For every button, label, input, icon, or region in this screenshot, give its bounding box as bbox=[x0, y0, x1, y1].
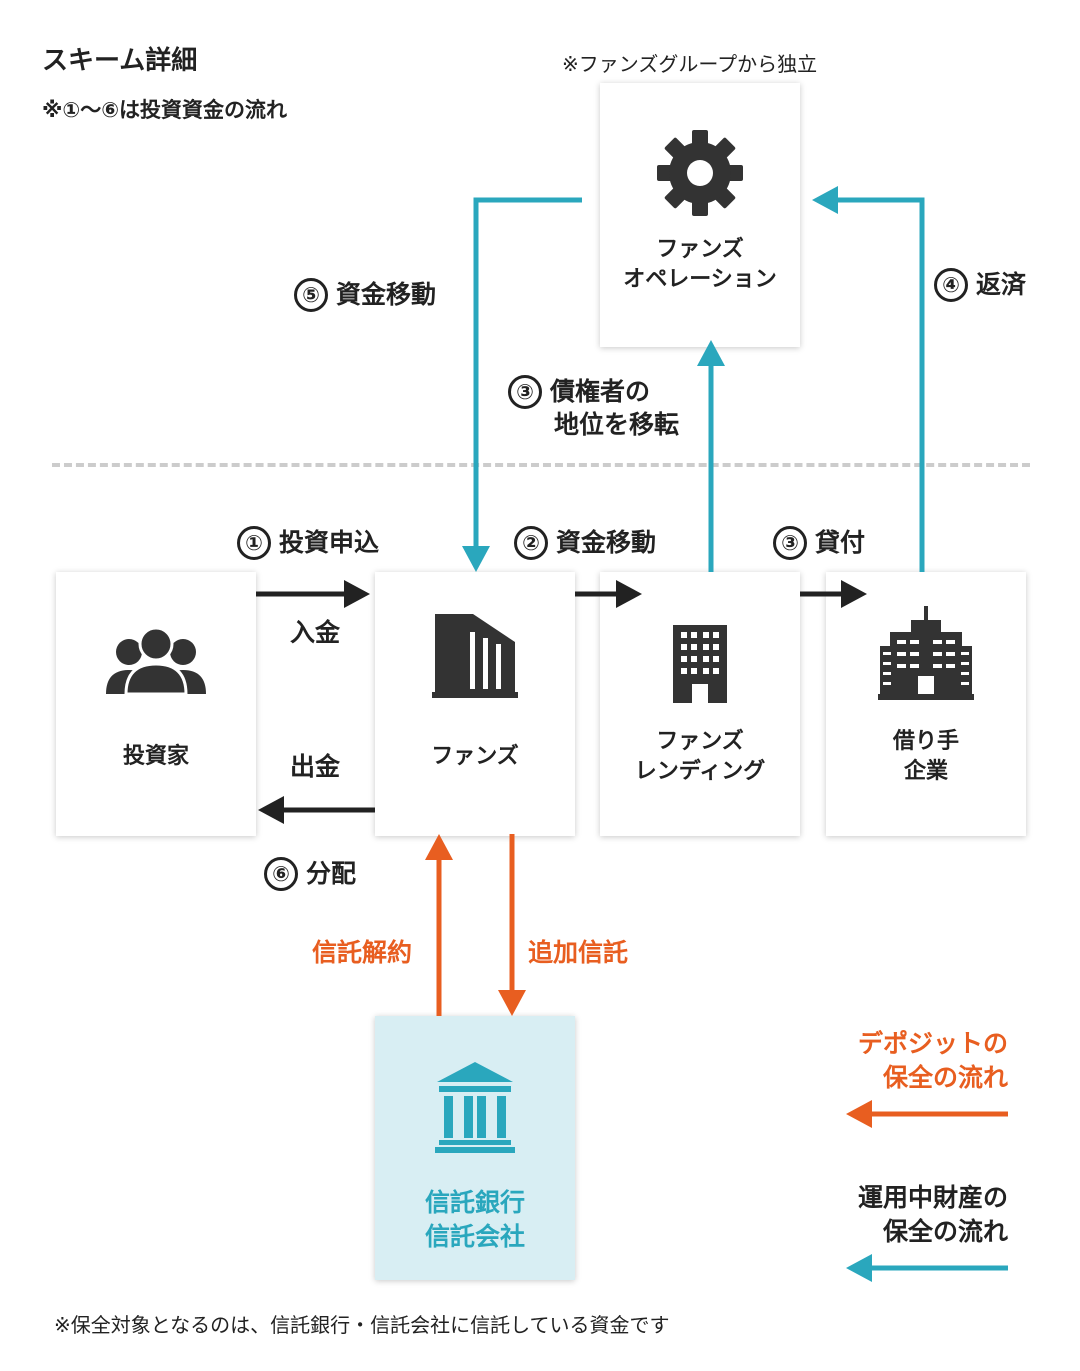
flow-number-3-transfer: ③ bbox=[508, 375, 542, 409]
page-subtitle: ※①〜⑥は投資資金の流れ bbox=[42, 98, 287, 122]
deposit-in-label: 入金 bbox=[290, 618, 341, 647]
legend-deposit: デポジットの 保全の流れ bbox=[858, 1027, 1008, 1095]
legend-asset-line1: 運用中財産の bbox=[857, 1183, 1008, 1212]
flow-label-6: ⑥ 分配 bbox=[264, 857, 356, 891]
borrower-label-line2: 企業 bbox=[903, 759, 948, 784]
flow-label-3-loan: ③ 貸付 bbox=[773, 526, 865, 560]
flow-text-6: 分配 bbox=[306, 859, 357, 888]
flow-label-2: ② 資金移動 bbox=[514, 526, 656, 560]
flow-text-1: 投資申込 bbox=[279, 528, 380, 557]
flow-label-3-transfer: ③ 債権者の 地位を移転 bbox=[508, 375, 679, 441]
flow-label-4: ④ 返済 bbox=[934, 268, 1026, 302]
flow-text-3-transfer-line1: 債権者の bbox=[550, 377, 651, 406]
arrow-lending-to-operation-head bbox=[697, 340, 725, 366]
footnote: ※保全対象となるのは、信託銀行・信託会社に信託している資金です bbox=[54, 1313, 670, 1337]
flow-number-5: ⑤ bbox=[294, 278, 328, 312]
legend-asset-line2: 保全の流れ bbox=[882, 1217, 1008, 1246]
separator-line bbox=[52, 463, 1030, 467]
independence-note: ※ファンズグループから独立 bbox=[562, 52, 818, 76]
operation-label-line2: オペレーション bbox=[623, 267, 777, 292]
lending-box: ファンズ レンディング bbox=[600, 572, 800, 836]
operation-box: ファンズ オペレーション bbox=[600, 83, 800, 347]
people-icon bbox=[106, 626, 206, 696]
gear-icon bbox=[657, 130, 743, 216]
flow-number-2: ② bbox=[514, 526, 548, 560]
trust-label-line1: 信託銀行 bbox=[424, 1188, 525, 1217]
additional-trust-label: 追加信託 bbox=[528, 938, 629, 967]
arrow-trust-to-funds-head bbox=[425, 834, 453, 860]
arrow-operation-to-funds bbox=[473, 197, 582, 548]
flow-number-4: ④ bbox=[934, 268, 968, 302]
flow-number-3-loan: ③ bbox=[773, 526, 807, 560]
legend-deposit-line1: デポジットの bbox=[857, 1029, 1008, 1058]
flow-text-3-loan: 貸付 bbox=[815, 528, 866, 557]
lending-label-line1: ファンズ bbox=[656, 729, 744, 754]
arrow-funds-to-lending-head bbox=[616, 580, 642, 608]
arrow-investor-to-funds-head bbox=[344, 580, 370, 608]
bank-icon bbox=[435, 1062, 515, 1153]
funds-label: ファンズ bbox=[431, 744, 519, 769]
legend-arrow-deposit-head bbox=[846, 1100, 872, 1128]
flow-text-5: 資金移動 bbox=[336, 280, 437, 309]
arrow-operation-to-funds-head bbox=[462, 546, 490, 572]
legend-arrow-asset-head bbox=[846, 1254, 872, 1282]
company-building-icon bbox=[878, 606, 974, 700]
building-icon bbox=[432, 614, 518, 698]
withdraw-out-label: 出金 bbox=[290, 752, 341, 781]
office-building-icon bbox=[673, 625, 727, 703]
operation-label-line1: ファンズ bbox=[656, 237, 744, 262]
flow-number-1: ① bbox=[237, 526, 271, 560]
flow-text-2: 資金移動 bbox=[556, 528, 657, 557]
flow-number-6: ⑥ bbox=[264, 857, 298, 891]
legend-asset: 運用中財産の 保全の流れ bbox=[858, 1181, 1008, 1249]
arrow-funds-to-investor-head bbox=[258, 796, 284, 824]
arrow-borrower-to-operation bbox=[836, 197, 925, 572]
funds-box: ファンズ bbox=[375, 572, 575, 836]
trust-cancel-label: 信託解約 bbox=[312, 938, 413, 967]
trust-label-line2: 信託会社 bbox=[424, 1222, 525, 1251]
arrow-funds-to-trust-head bbox=[498, 990, 526, 1016]
flow-label-1: ① 投資申込 bbox=[237, 526, 379, 560]
borrower-box: 借り手 企業 bbox=[826, 572, 1026, 836]
legend-deposit-line2: 保全の流れ bbox=[882, 1063, 1008, 1092]
investor-box: 投資家 bbox=[56, 572, 256, 836]
trust-box: 信託銀行 信託会社 bbox=[375, 1016, 575, 1280]
flow-text-3-transfer-line2: 地位を移転 bbox=[554, 410, 680, 439]
flow-label-5: ⑤ 資金移動 bbox=[294, 278, 436, 312]
flow-text-4: 返済 bbox=[976, 270, 1027, 299]
lending-label-line2: レンディング bbox=[634, 759, 766, 784]
arrow-lending-to-borrower-head bbox=[841, 580, 867, 608]
page-title: スキーム詳細 bbox=[42, 46, 198, 76]
arrow-borrower-to-operation-head bbox=[812, 186, 838, 214]
borrower-label-line1: 借り手 bbox=[892, 729, 959, 754]
investor-label: 投資家 bbox=[122, 744, 189, 769]
